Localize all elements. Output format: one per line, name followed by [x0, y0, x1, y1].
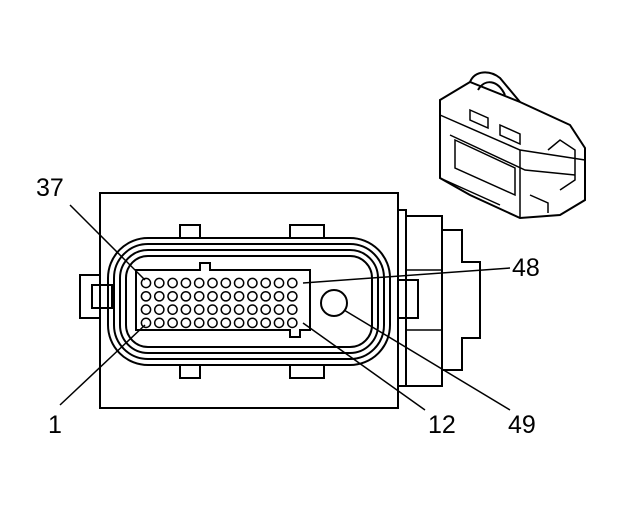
- pin-cavity: [220, 304, 232, 315]
- pin-cavity: [233, 290, 245, 302]
- pin-cavity: [273, 304, 285, 315]
- top-latch-tabs: [179, 224, 325, 238]
- pin-cavity: [273, 277, 285, 289]
- pin-cavity: [167, 304, 178, 315]
- pin-cavity: [207, 290, 218, 302]
- pin-cavity: [286, 277, 298, 289]
- pin-cavity: [167, 317, 178, 329]
- label-pin-48: 48: [512, 254, 540, 282]
- pin-cavity: [247, 277, 258, 289]
- left-ear-inner: [91, 284, 113, 309]
- seal-rings: [107, 237, 391, 366]
- pin-cavity: [220, 290, 232, 302]
- pin-cavity: [153, 277, 165, 289]
- iso-pin-grid: [454, 138, 516, 197]
- pin-cavity: [260, 304, 272, 315]
- pin-cavity: [207, 304, 218, 315]
- label-pin-37: 37: [36, 174, 64, 202]
- leader-1: [59, 324, 146, 406]
- right-ear: [398, 279, 419, 319]
- connector-housing: [99, 192, 399, 409]
- pin-cavity: [286, 317, 298, 329]
- pin-cavity: [153, 304, 165, 315]
- leader-12: [302, 322, 426, 411]
- pin-cavity: [167, 290, 178, 302]
- pin-cavity: [207, 317, 218, 329]
- pin-cavity: [260, 277, 272, 289]
- label-pin-49: 49: [508, 411, 536, 439]
- pin-cavity: [233, 277, 245, 289]
- pin-cavity: [140, 317, 152, 329]
- pin-cavity: [193, 277, 205, 289]
- pin-cavity: [193, 290, 205, 302]
- pin-cavity: [260, 317, 272, 329]
- pin-cavity: [140, 304, 152, 315]
- pin-cavity: [220, 277, 232, 289]
- pin-cavity: [260, 290, 272, 302]
- pin-cavity: [140, 290, 152, 302]
- bottom-latch-tabs: [179, 365, 325, 379]
- pin-cavity: [286, 304, 298, 315]
- pin-cavity: [140, 277, 152, 289]
- cavity-49: [320, 289, 348, 317]
- side-lock-latch: [398, 209, 481, 387]
- pin-cavity: [286, 290, 298, 302]
- pin-cavity: [273, 290, 285, 302]
- pin-cavity: [233, 304, 245, 315]
- pin-cavity: [180, 277, 192, 289]
- left-ear: [79, 274, 100, 319]
- pin-cavity: [247, 304, 258, 315]
- pin-cavity: [247, 317, 258, 329]
- pin-cavity: [233, 317, 245, 329]
- label-pin-1: 1: [48, 411, 62, 439]
- pin-cavity: [180, 304, 192, 315]
- pin-cavity: [273, 317, 285, 329]
- pin-cavity: [153, 290, 165, 302]
- leader-48: [302, 267, 511, 284]
- pin-cavity: [180, 290, 192, 302]
- leader-lines: [59, 204, 511, 411]
- leader-37: [69, 204, 146, 281]
- pin-cavity: [220, 317, 232, 329]
- pin-cavity: [167, 277, 178, 289]
- pin-cavities: [140, 277, 298, 329]
- pin-cavity: [153, 317, 165, 329]
- pin-cavity: [207, 277, 218, 289]
- pin-cavity: [193, 304, 205, 315]
- connector-iso-view: [439, 71, 586, 220]
- pin-cavity: [180, 317, 192, 329]
- pin-cavity: [247, 290, 258, 302]
- cavity-block: [135, 262, 311, 338]
- label-pin-12: 12: [428, 411, 456, 439]
- pin-cavity: [193, 317, 205, 329]
- leader-49: [343, 309, 511, 411]
